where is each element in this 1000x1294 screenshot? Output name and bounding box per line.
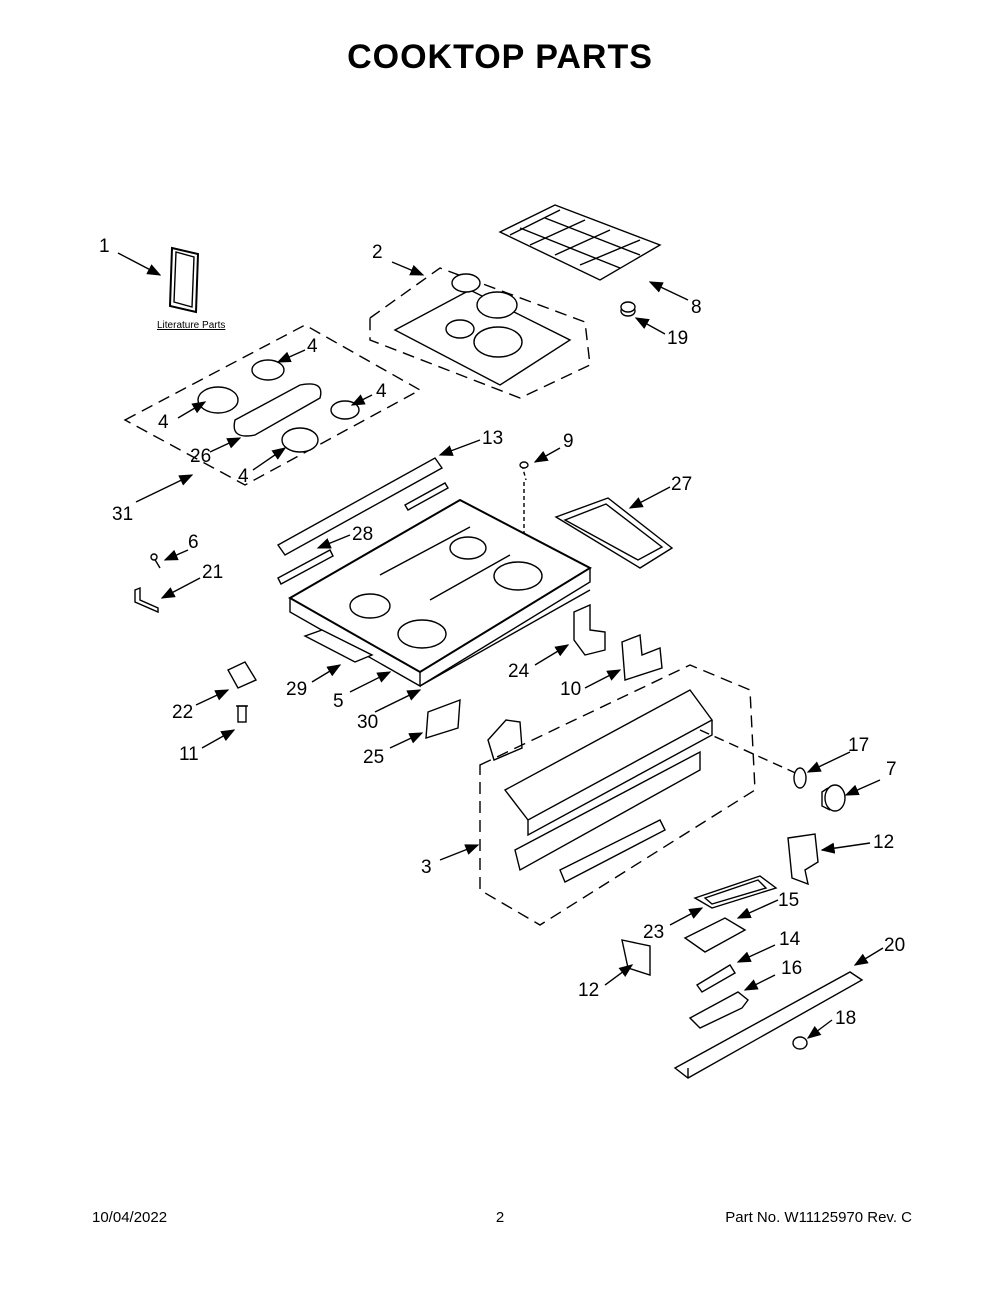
rail-28 xyxy=(277,482,449,585)
board-15 xyxy=(683,917,747,953)
knob-7 xyxy=(821,784,846,812)
callout-1: 1 xyxy=(99,236,110,257)
callout-4-right: 4 xyxy=(376,381,387,402)
callout-13: 13 xyxy=(482,428,503,449)
bracket-12-right xyxy=(787,833,819,886)
callout-14: 14 xyxy=(779,929,801,950)
callout-9: 9 xyxy=(563,431,574,452)
footer-page-number: 2 xyxy=(495,1209,505,1226)
callout-4-bottom: 4 xyxy=(238,466,249,487)
footer-date: 10/04/2022 xyxy=(92,1209,168,1226)
burners xyxy=(197,359,360,453)
plate-29 xyxy=(303,629,374,663)
callout-17: 17 xyxy=(848,735,869,756)
tray-27 xyxy=(554,497,674,569)
literature-parts-label: Literature Parts xyxy=(157,320,225,331)
callout-18: 18 xyxy=(835,1008,856,1029)
bracket-21 xyxy=(134,586,159,614)
cooktop-glass-group xyxy=(369,267,591,399)
grate-foot xyxy=(620,301,636,317)
callout-23: 23 xyxy=(643,922,664,943)
callout-26: 26 xyxy=(190,446,211,467)
control-panel-group xyxy=(479,664,756,926)
nut-18 xyxy=(792,1036,808,1050)
callout-3: 3 xyxy=(421,857,432,878)
callout-24: 24 xyxy=(508,661,530,682)
callout-7: 7 xyxy=(886,759,897,780)
control-panel xyxy=(503,689,714,883)
bolt-11 xyxy=(236,705,248,723)
callout-16: 16 xyxy=(781,958,802,979)
page-title: COOKTOP PARTS xyxy=(347,38,653,76)
spring-14 xyxy=(695,964,736,993)
callout-10: 10 xyxy=(560,679,581,700)
bracket-10 xyxy=(487,634,663,761)
callout-numbers: 1 2 8 19 4 4 4 26 4 31 13 9 27 28 6 21 2… xyxy=(99,236,905,1029)
cooktop-main-top xyxy=(287,498,593,688)
block-25 xyxy=(425,698,461,739)
callout-2: 2 xyxy=(372,242,383,263)
callout-21: 21 xyxy=(202,562,223,583)
bracket-22 xyxy=(227,661,258,689)
callout-5: 5 xyxy=(333,691,344,712)
knob-bezel-17 xyxy=(793,767,807,789)
callout-29: 29 xyxy=(286,679,307,700)
callout-31: 31 xyxy=(112,504,133,525)
plate-16 xyxy=(688,991,749,1029)
burner-grates xyxy=(498,204,662,281)
callout-11: 11 xyxy=(179,744,199,765)
leader-arrows xyxy=(117,252,884,1039)
callout-25: 25 xyxy=(363,747,384,768)
callout-4-top: 4 xyxy=(307,336,318,357)
footer-part-number: Part No. W11125970 Rev. C xyxy=(725,1209,912,1226)
screw-6 xyxy=(150,553,161,569)
callout-27: 27 xyxy=(671,474,692,495)
literature-parts-booklet xyxy=(168,246,200,314)
channel-30 xyxy=(419,589,591,687)
callout-22: 22 xyxy=(172,702,193,723)
lens-23 xyxy=(693,875,778,909)
callout-4-left: 4 xyxy=(158,412,169,433)
bracket-24 xyxy=(573,603,606,656)
callout-12-right: 12 xyxy=(873,832,894,853)
cooktop-glass xyxy=(393,273,572,386)
callout-12-left: 12 xyxy=(578,980,599,1001)
callout-28: 28 xyxy=(352,524,373,545)
callout-15: 15 xyxy=(778,890,799,911)
callout-20: 20 xyxy=(884,935,905,956)
callout-8: 8 xyxy=(691,297,702,318)
callout-6: 6 xyxy=(188,532,199,553)
callout-30: 30 xyxy=(357,712,378,733)
manifold-cover xyxy=(276,457,444,556)
trim-20 xyxy=(673,971,864,1079)
burner-group xyxy=(123,324,422,486)
callout-19: 19 xyxy=(667,328,688,349)
